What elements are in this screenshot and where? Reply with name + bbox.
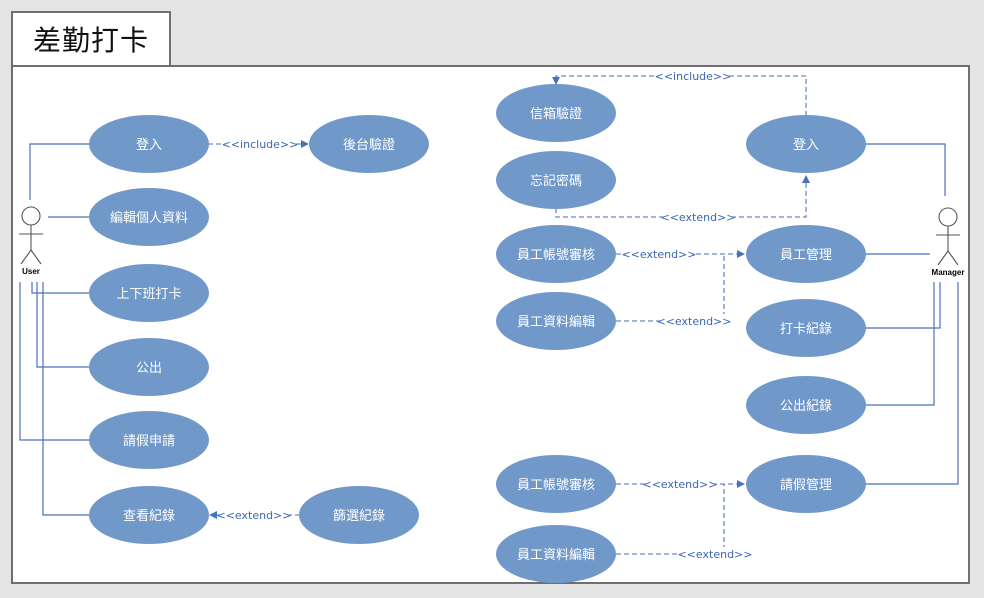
manager-actor-label: Manager bbox=[932, 268, 965, 277]
use-case-trip-records: 公出紀錄 bbox=[746, 376, 866, 434]
svg-text:公出紀錄: 公出紀錄 bbox=[780, 399, 832, 414]
svg-text:登入: 登入 bbox=[793, 138, 819, 153]
svg-text:員工管理: 員工管理 bbox=[780, 248, 832, 263]
use-case-email-verify: 信箱驗證 bbox=[496, 84, 616, 142]
user-actor bbox=[19, 206, 43, 265]
manager-actor bbox=[936, 207, 960, 266]
svg-text:登入: 登入 bbox=[136, 138, 162, 153]
user-associations bbox=[19, 143, 90, 516]
extend-forgot-line bbox=[555, 175, 810, 218]
svg-text:忘記密碼: 忘記密碼 bbox=[530, 173, 582, 189]
extend-edit-1-line bbox=[616, 254, 725, 322]
svg-text:後台驗證: 後台驗證 bbox=[343, 137, 395, 153]
use-case-staff-data-edit-2: 員工資料編輯 bbox=[496, 525, 616, 583]
use-case-login-user: 登入 bbox=[89, 115, 209, 173]
use-case-backend-verify: 後台驗證 bbox=[309, 115, 429, 173]
manager-head-icon bbox=[938, 207, 958, 227]
svg-text:員工帳號審核: 員工帳號審核 bbox=[517, 478, 595, 493]
use-case-clock-in-out: 上下班打卡 bbox=[89, 264, 209, 322]
svg-text:編輯個人資料: 編輯個人資料 bbox=[110, 210, 188, 226]
include-backend-label: <<include>> bbox=[222, 138, 299, 151]
svg-text:員工資料編輯: 員工資料編輯 bbox=[517, 314, 595, 330]
extend-edit-1-label: <<extend>> bbox=[657, 315, 732, 328]
svg-text:上下班打卡: 上下班打卡 bbox=[116, 287, 181, 302]
use-case-forgot-password: 忘記密碼 bbox=[496, 151, 616, 209]
svg-text:員工資料編輯: 員工資料編輯 bbox=[517, 547, 595, 563]
svg-text:打卡紀錄: 打卡紀錄 bbox=[780, 322, 832, 337]
svg-text:員工帳號審核: 員工帳號審核 bbox=[517, 248, 595, 263]
manager-associations bbox=[865, 143, 959, 485]
use-case-filter-records: 篩選紀錄 bbox=[299, 486, 419, 544]
svg-text:信箱驗證: 信箱驗證 bbox=[530, 106, 582, 122]
extend-edit-2-line bbox=[616, 484, 725, 555]
use-case-account-review-1: 員工帳號審核 bbox=[496, 225, 616, 283]
svg-text:查看紀錄: 查看紀錄 bbox=[123, 508, 175, 524]
use-case-business-trip: 公出 bbox=[89, 338, 209, 396]
use-case-leave-request: 請假申請 bbox=[89, 411, 209, 469]
use-case-staff-data-edit-1: 員工資料編輯 bbox=[496, 292, 616, 350]
extend-review-2-label: <<extend>> bbox=[643, 478, 718, 491]
svg-text:公出: 公出 bbox=[136, 361, 162, 376]
svg-text:請假管理: 請假管理 bbox=[780, 478, 832, 493]
relation-labels: <<include>> <<extend>> <<include>> <<ext… bbox=[217, 69, 753, 561]
include-email-label: <<include>> bbox=[655, 70, 732, 83]
svg-text:請假申請: 請假申請 bbox=[123, 434, 175, 449]
use-case-clock-records: 打卡紀錄 bbox=[746, 299, 866, 357]
use-case-login-manager: 登入 bbox=[746, 115, 866, 173]
extend-forgot-label: <<extend>> bbox=[661, 211, 736, 224]
extend-edit-2-label: <<extend>> bbox=[678, 548, 753, 561]
use-case-leave-management: 請假管理 bbox=[746, 455, 866, 513]
extend-filter-label: <<extend>> bbox=[217, 509, 292, 522]
diagram-title: 差勤打卡 bbox=[11, 11, 171, 65]
use-case-staff-management: 員工管理 bbox=[746, 225, 866, 283]
user-actor-label: User bbox=[22, 267, 40, 276]
use-case-account-review-2: 員工帳號審核 bbox=[496, 455, 616, 513]
use-case-edit-profile: 編輯個人資料 bbox=[89, 188, 209, 246]
extend-review-1-label: <<extend>> bbox=[622, 248, 697, 261]
user-head-icon bbox=[21, 206, 41, 226]
svg-text:篩選紀錄: 篩選紀錄 bbox=[333, 509, 385, 524]
use-case-view-records: 查看紀錄 bbox=[89, 486, 209, 544]
